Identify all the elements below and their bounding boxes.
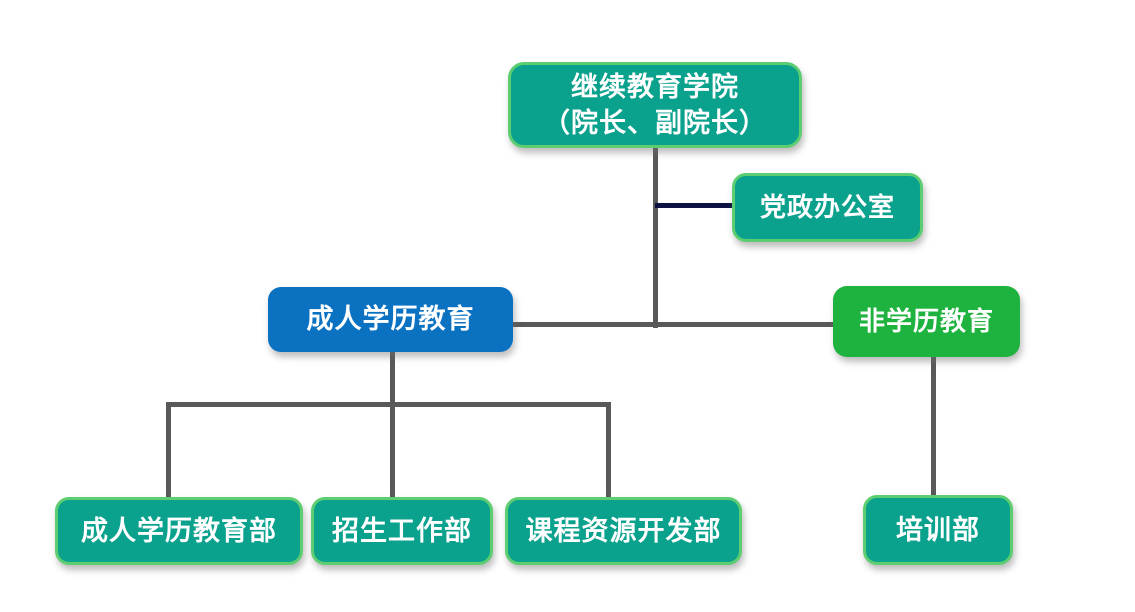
connector-training-drop: [931, 356, 936, 496]
node-non-degree-education: 非学历教育: [833, 286, 1020, 357]
node-training-dept: 培训部: [863, 495, 1013, 565]
node-college-label-line2: （院长、副院长）: [543, 108, 767, 138]
node-admissions-dept-label: 招生工作部: [332, 515, 472, 546]
node-course-dev-dept-label: 课程资源开发部: [525, 515, 722, 546]
node-college-label-line1: 继续教育学院: [571, 71, 739, 102]
connector-adult-trunk: [390, 351, 395, 498]
node-training-dept-label: 培训部: [896, 514, 980, 545]
connector-drop-left: [166, 402, 171, 498]
connector-college-trunk: [653, 147, 658, 328]
connector-drop-right: [606, 402, 611, 498]
connector-party-office: [655, 203, 733, 208]
node-college: 继续教育学院 （院长、副院长）: [508, 62, 802, 148]
node-non-degree-education-label: 非学历教育: [858, 305, 994, 336]
connector-sub-rail: [166, 402, 611, 407]
node-course-dev-dept: 课程资源开发部: [505, 497, 742, 565]
node-admissions-dept: 招生工作部: [311, 497, 493, 565]
connector-adult-nondegree-rail: [512, 322, 834, 327]
node-adult-education-dept-label: 成人学历教育部: [81, 515, 277, 546]
node-adult-education-dept: 成人学历教育部: [55, 497, 303, 565]
node-adult-education: 成人学历教育: [268, 287, 513, 352]
node-adult-education-label: 成人学历教育: [306, 304, 475, 335]
node-party-office-label: 党政办公室: [759, 191, 895, 222]
node-party-office: 党政办公室: [732, 173, 923, 242]
